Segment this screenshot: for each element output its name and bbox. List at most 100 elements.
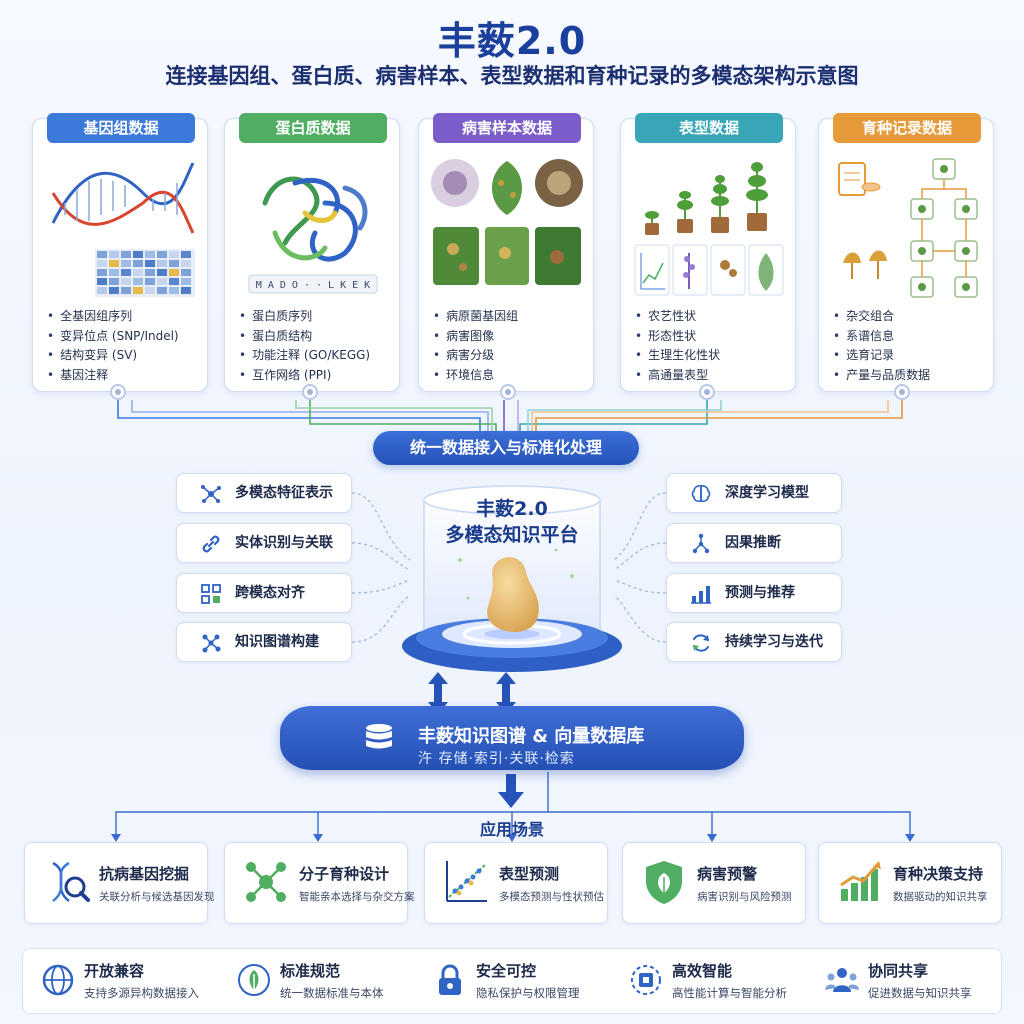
list-item: 互作网络 (PPI)	[239, 366, 395, 386]
source-item-list: 杂交组合 系谱信息 选育记录 产量与品质数据	[833, 307, 989, 385]
connector-node	[894, 384, 910, 400]
pedigree-illustration	[838, 158, 978, 298]
grid-icon	[201, 584, 221, 604]
app-name: 抗病基因挖掘	[99, 865, 190, 883]
list-item: 变异位点 (SNP/Indel)	[47, 327, 203, 347]
knowledge-graph-database	[280, 706, 744, 770]
principle-name: 标准规范	[280, 962, 341, 980]
app-description: 多模态预测与性状预估	[499, 891, 604, 903]
source-card-protein: 蛋白质数据 M A D O · · L K E K 蛋白质序列 蛋白质结构 功能…	[224, 113, 400, 392]
feature-multimodal-representation: 多模态特征表示	[176, 473, 352, 513]
principle-secure: 安全可控 隐私保护与权限管理	[414, 952, 610, 1010]
list-item: 杂交组合	[833, 307, 989, 327]
app-name: 表型预测	[499, 865, 560, 883]
feature-causal-inference: 因果推断	[666, 523, 842, 563]
feature-continual-learning: 持续学习与迭代	[666, 622, 842, 662]
source-item-list: 农艺性状 形态性状 生理生化性状 高通量表型	[635, 307, 791, 385]
molecule-icon	[246, 862, 286, 902]
list-item: 蛋白质结构	[239, 327, 395, 347]
feature-label: 跨模态对齐	[235, 585, 305, 601]
list-item: 生理生化性状	[635, 346, 791, 366]
bar-chart-icon	[691, 586, 711, 604]
platform-title-line1: 丰薮2.0	[476, 498, 548, 520]
dna-search-icon	[52, 861, 90, 902]
app-description: 关联分析与候选基因发现	[99, 891, 215, 903]
plant-growth-illustration	[634, 162, 784, 296]
app-card-resistance-gene: 抗病基因挖掘 关联分析与候选基因发现	[24, 842, 215, 924]
source-title: 病害样本数据	[433, 113, 581, 143]
protein-structure-illustration: M A D O · · L K E K	[248, 176, 378, 294]
principle-description: 隐私保护与权限管理	[476, 986, 580, 1000]
connector-node	[302, 384, 318, 400]
database-subtitle: 汻 存储·索引·关联·检索	[418, 751, 575, 767]
principle-description: 高性能计算与智能分析	[672, 986, 787, 1000]
app-card-molecular-breeding: 分子育种设计 智能亲本选择与杂交方案	[224, 842, 415, 924]
feature-label: 多模态特征表示	[235, 485, 333, 501]
list-item: 农艺性状	[635, 307, 791, 327]
principle-open-compatible: 开放兼容 支持多源异构数据接入	[22, 952, 218, 1010]
applications-title: 应用场景	[479, 820, 544, 839]
list-item: 全基因组序列	[47, 307, 203, 327]
source-card-genome: 基因组数据	[32, 113, 208, 392]
feature-knowledge-graph: 知识图谱构建	[176, 622, 352, 662]
feature-deep-learning: 深度学习模型	[666, 473, 842, 513]
refresh-icon	[693, 634, 709, 652]
list-item: 系谱信息	[833, 327, 989, 347]
list-item: 环境信息	[433, 366, 589, 386]
connector-node	[699, 384, 715, 400]
page-title: 丰薮2.0	[437, 19, 587, 63]
source-title: 育种记录数据	[833, 113, 981, 143]
app-description: 病害识别与风险预测	[697, 891, 792, 903]
network-icon	[201, 485, 221, 503]
disease-photos-illustration	[431, 159, 583, 285]
app-card-disease-warning: 病害预警 病害识别与风险预测	[622, 842, 806, 924]
shield-leaf-icon	[646, 861, 682, 904]
source-item-list: 蛋白质序列 蛋白质结构 功能注释 (GO/KEGG) 互作网络 (PPI)	[239, 307, 395, 385]
list-item: 产量与品质数据	[833, 366, 989, 386]
list-item: 结构变异 (SV)	[47, 346, 203, 366]
scatter-chart-icon	[446, 861, 487, 902]
platform-title-line2: 多模态知识平台	[445, 524, 579, 546]
source-item-list: 病原菌基因组 病害图像 病害分级 环境信息	[433, 307, 589, 385]
feature-entity-linking: 实体识别与关联	[176, 523, 352, 563]
list-item: 病原菌基因组	[433, 307, 589, 327]
principle-standards: 标准规范 统一数据标准与本体	[218, 952, 414, 1010]
source-title: 蛋白质数据	[239, 113, 387, 143]
app-name: 分子育种设计	[299, 865, 390, 883]
principle-description: 促进数据与知识共享	[868, 986, 972, 1000]
connector-node	[110, 384, 126, 400]
feature-label: 深度学习模型	[725, 485, 809, 501]
database-icon	[366, 724, 392, 749]
source-card-phenotype: 表型数据 农艺性状 形态性状 生理生化性状 高通量表型	[620, 113, 796, 392]
lock-icon	[439, 964, 461, 995]
principle-efficient: 高效智能 高性能计算与智能分析	[610, 952, 806, 1010]
protein-sequence-text: M A D O · · L K E K	[256, 280, 370, 291]
app-name: 育种决策支持	[893, 865, 984, 883]
list-item: 病害分级	[433, 346, 589, 366]
database-title: 丰薮知识图谱 & 向量数据库	[418, 726, 645, 747]
principles-strip	[22, 948, 1002, 1014]
feature-label: 知识图谱构建	[235, 634, 319, 650]
principle-name: 安全可控	[476, 962, 537, 980]
tree-icon	[692, 533, 710, 554]
app-description: 智能亲本选择与杂交方案	[299, 891, 415, 903]
cpu-icon	[631, 965, 661, 995]
standard-icon	[238, 964, 270, 996]
dna-heatmap-illustration	[51, 162, 195, 297]
feature-cross-modal-alignment: 跨模态对齐	[176, 573, 352, 613]
list-item: 高通量表型	[635, 366, 791, 386]
graph-icon	[202, 634, 221, 653]
source-title: 基因组数据	[47, 113, 195, 143]
principle-name: 协同共享	[868, 962, 929, 980]
principle-collaborative: 协同共享 促进数据与知识共享	[806, 952, 1002, 1010]
unified-ingest-bar: 统一数据接入与标准化处理	[373, 431, 639, 465]
principle-description: 统一数据标准与本体	[280, 986, 384, 1000]
principle-name: 高效智能	[672, 962, 733, 980]
globe-icon	[42, 964, 74, 996]
list-item: 蛋白质序列	[239, 307, 395, 327]
app-card-breeding-decision: 育种决策支持 数据驱动的知识共享	[818, 842, 1002, 924]
brain-icon	[691, 485, 711, 503]
list-item: 功能注释 (GO/KEGG)	[239, 346, 395, 366]
growth-chart-icon	[840, 861, 881, 901]
platform-title: 丰薮2.0 多模态知识平台	[396, 496, 628, 548]
